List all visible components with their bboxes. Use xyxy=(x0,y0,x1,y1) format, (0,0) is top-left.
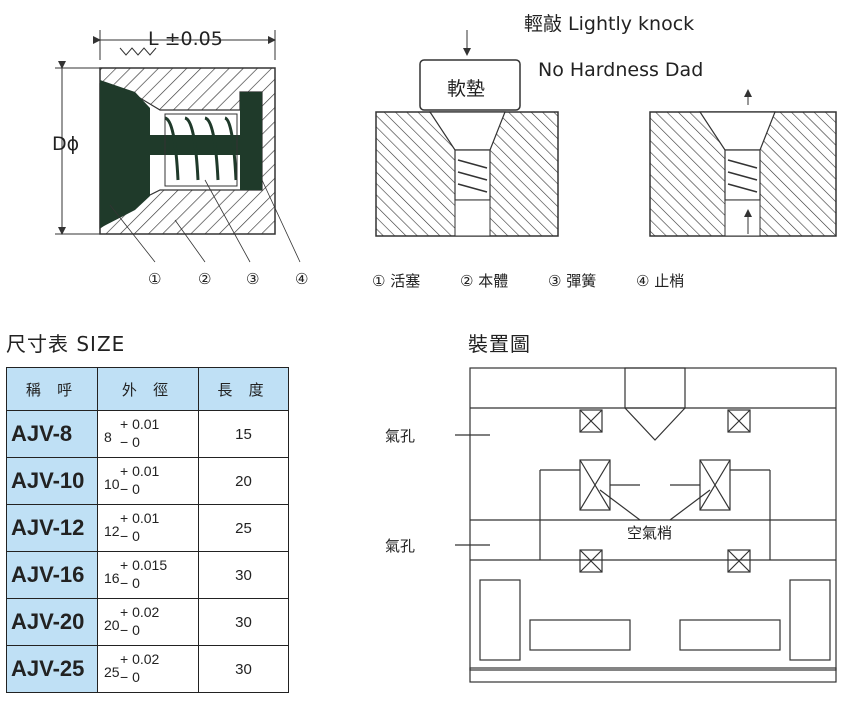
tol-upper: + 0.02 xyxy=(120,604,160,620)
header-length: 長 度 xyxy=(198,367,289,411)
od-base: 25 xyxy=(104,664,120,680)
od-cell: 12 + 0.01 − 0 xyxy=(97,504,199,552)
pad-label: No Hardness Dad xyxy=(538,59,704,81)
od-cell: 8 + 0.01 − 0 xyxy=(97,410,199,458)
callout-body: ② xyxy=(198,270,212,288)
air-hole-top-label: 氣孔 xyxy=(385,427,416,445)
od-cell: 16 + 0.015 − 0 xyxy=(97,551,199,599)
callout-spring: ③ xyxy=(246,270,260,288)
od-base: 10 xyxy=(104,476,120,492)
od-base: 12 xyxy=(104,523,120,539)
table-row: AJV-10 10 + 0.01 − 0 20 xyxy=(6,457,289,505)
tol-upper: + 0.02 xyxy=(120,651,160,667)
knock-diagram xyxy=(375,30,837,237)
tol-lower: − 0 xyxy=(120,622,140,638)
callout-stop-pin: ④ xyxy=(295,270,309,288)
od-cell: 20 + 0.02 − 0 xyxy=(97,598,199,646)
tol-upper: + 0.01 xyxy=(120,463,160,479)
table-row: AJV-16 16 + 0.015 − 0 30 xyxy=(6,551,289,599)
installation-diagram xyxy=(455,367,837,683)
legend-piston: ① 活塞 xyxy=(372,272,421,290)
od-base: 20 xyxy=(104,617,120,633)
tol-lower: − 0 xyxy=(120,528,140,544)
table-row: AJV-20 20 + 0.02 − 0 30 xyxy=(6,598,289,646)
tol-lower: − 0 xyxy=(120,434,140,450)
air-hole-bottom-label: 氣孔 xyxy=(385,537,416,555)
length-cell: 30 xyxy=(198,598,289,646)
header-outer-diameter: 外 徑 xyxy=(97,367,199,411)
size-table-title: 尺寸表 SIZE xyxy=(6,332,126,356)
length-cell: 30 xyxy=(198,645,289,693)
diameter-dimension-label: Dϕ xyxy=(52,133,80,155)
legend-spring: ③ 彈簧 xyxy=(548,272,597,290)
tol-upper: + 0.015 xyxy=(120,557,168,573)
air-pin-label: 空氣梢 xyxy=(625,522,675,543)
table-row: AJV-25 25 + 0.02 − 0 30 xyxy=(6,645,289,693)
legend-body: ② 本體 xyxy=(460,272,509,290)
length-cell: 30 xyxy=(198,551,289,599)
model-cell: AJV-20 xyxy=(6,598,98,646)
od-base: 16 xyxy=(104,570,120,586)
model-cell: AJV-16 xyxy=(6,551,98,599)
model-cell: AJV-12 xyxy=(6,504,98,552)
size-table-header: 稱 呼 外 徑 長 度 xyxy=(6,367,289,411)
model-cell: AJV-8 xyxy=(6,410,98,458)
callout-piston: ① xyxy=(148,270,162,288)
table-row: AJV-8 8 + 0.01 − 0 15 xyxy=(6,410,289,458)
od-cell: 25 + 0.02 − 0 xyxy=(97,645,199,693)
table-row: AJV-12 12 + 0.01 − 0 25 xyxy=(6,504,289,552)
model-cell: AJV-25 xyxy=(6,645,98,693)
length-cell: 15 xyxy=(198,410,289,458)
installation-title: 裝置圖 xyxy=(468,332,531,356)
size-table: 稱 呼 外 徑 長 度 AJV-8 8 + 0.01 − 0 15 AJV-10… xyxy=(6,367,289,693)
tol-lower: − 0 xyxy=(120,481,140,497)
knock-label: 輕敲 Lightly knock xyxy=(524,13,695,35)
tol-lower: − 0 xyxy=(120,575,140,591)
od-base: 8 xyxy=(104,429,112,445)
tol-upper: + 0.01 xyxy=(120,416,160,432)
tol-upper: + 0.01 xyxy=(120,510,160,526)
pad-block-text: 軟墊 xyxy=(447,78,486,100)
od-cell: 10 + 0.01 − 0 xyxy=(97,457,199,505)
length-cell: 20 xyxy=(198,457,289,505)
legend-stop-pin: ④ 止梢 xyxy=(636,272,685,290)
length-cell: 25 xyxy=(198,504,289,552)
length-dimension-label: L ±0.05 xyxy=(148,28,223,50)
header-model: 稱 呼 xyxy=(6,367,98,411)
tol-lower: − 0 xyxy=(120,669,140,685)
valve-cross-section xyxy=(55,30,301,263)
model-cell: AJV-10 xyxy=(6,457,98,505)
